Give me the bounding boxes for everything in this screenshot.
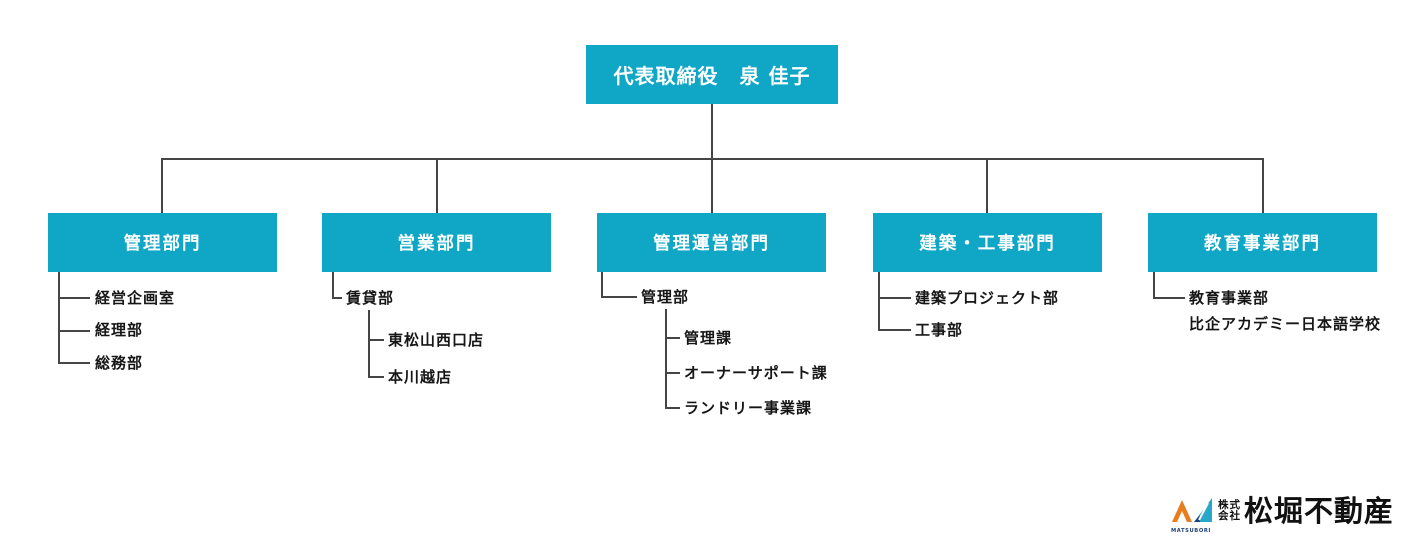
tree-line [58,330,90,332]
org-node-owner-support: オーナーサポート課 [684,364,828,382]
logo-company-name: 松堀不動産 [1244,494,1395,528]
org-node-chintai: 賃貸部 [346,289,395,307]
connector-ceo-drop [711,104,713,158]
tree-line [58,297,90,299]
tree-line [1153,297,1185,299]
logo-caption: MATSUBORI [1171,528,1211,534]
matsubori-logo-icon: MATSUBORI [1171,498,1212,534]
tree-line [368,376,384,378]
connector-drop-5 [1262,158,1264,213]
org-node-kenchiku-project: 建築プロジェクト部 [915,289,1060,307]
org-node-keiei-kikaku: 経営企画室 [95,289,176,307]
connector-drop-2 [436,158,438,213]
tree-line [878,329,911,331]
org-node-dept-education: 教育事業部門 [1148,213,1377,272]
org-node-kanribu: 管理部 [641,288,690,306]
tree-line [601,296,637,298]
tree-line [878,297,911,299]
org-node-soumu: 総務部 [95,354,144,372]
tree-line [368,310,370,377]
tree-line [58,272,60,363]
tree-line [332,272,334,298]
logo-company-prefix: 株式 会社 [1218,499,1241,522]
tree-line [665,309,667,408]
company-logo: MATSUBORI 株式 会社 松堀不動産 [1168,494,1394,536]
org-node-dept-admin: 管理部門 [48,213,277,272]
tree-line [665,372,680,374]
org-node-higashimatsuyama: 東松山西口店 [388,331,485,349]
org-node-dept-construction: 建築・工事部門 [873,213,1102,272]
org-node-honkawagoe: 本川越店 [388,368,453,386]
org-node-kanrika: 管理課 [684,329,733,347]
org-node-kyoiku-jigyo: 教育事業部 [1189,289,1270,307]
org-node-dept-sales: 営業部門 [322,213,551,272]
org-node-ceo: 代表取締役 泉 佳子 [586,45,838,104]
tree-line [58,362,90,364]
connector-drop-3 [711,158,713,213]
tree-line [665,407,680,409]
org-node-keiri: 経理部 [95,321,144,339]
tree-line [332,297,342,299]
org-node-kouji: 工事部 [915,321,964,339]
org-node-hiki-academy: 比企アカデミー日本語学校 [1189,315,1382,333]
tree-line [1153,272,1155,298]
connector-drop-1 [161,158,163,213]
tree-line [665,337,680,339]
org-node-laundry: ランドリー事業課 [684,399,813,417]
connector-drop-4 [986,158,988,213]
tree-line [878,272,880,330]
org-node-dept-management-operations: 管理運営部門 [597,213,826,272]
tree-line [368,339,384,341]
tree-line [601,272,603,297]
